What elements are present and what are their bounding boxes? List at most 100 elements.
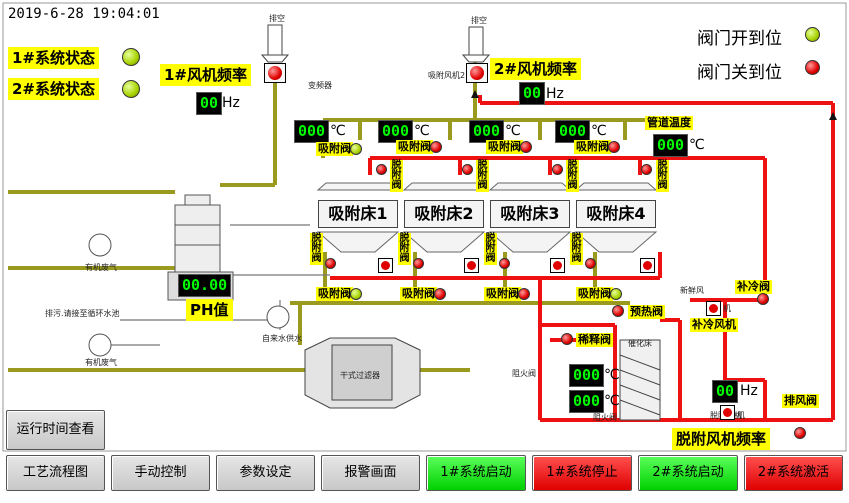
fan-small-label: 机	[737, 411, 745, 420]
fan1-motor[interactable]	[264, 63, 286, 83]
fan1-freq-label: 1#风机频率	[160, 64, 252, 86]
bed3-top-adsorb-lamp[interactable]	[520, 141, 532, 153]
process-flow-button[interactable]: 工艺流程图	[6, 455, 105, 491]
bed3-top-adsorb-label: 吸附阀	[486, 140, 523, 154]
catalytic-temp-1-readout: 000	[569, 364, 605, 387]
desorb-fan-motor[interactable]	[720, 405, 735, 420]
exhaust-valve-label: 排风阀	[782, 394, 819, 408]
pipe-temp-label: 管道温度	[645, 116, 693, 130]
exhaust-valve-lamp[interactable]	[794, 427, 806, 439]
fan2-freq-label: 2#风机频率	[490, 58, 582, 80]
bed1-bottom-adsorb-label: 吸附阀	[316, 287, 353, 301]
bed1-bottom-desorb-label: 脱附阀	[310, 233, 323, 265]
bed2-temp-unit: ℃	[414, 123, 430, 139]
bed2-bottom-desorb-label: 脱附阀	[398, 233, 411, 265]
bed3-temp-unit: ℃	[505, 123, 521, 139]
bed3-bottom-adsorb-lamp[interactable]	[518, 288, 530, 300]
exhaust-label-2: 排空	[471, 16, 487, 25]
bed2-temp-readout: 000	[378, 120, 414, 143]
bed2-top-desorb-lamp[interactable]	[462, 164, 473, 175]
system2-status-label: 2#系统状态	[8, 78, 100, 100]
bed4-bottom-adsorb-lamp[interactable]	[610, 288, 622, 300]
catalytic-bed-shape	[619, 339, 661, 421]
system2-stop-button[interactable]: 2#系统激活	[744, 455, 843, 491]
supplement-cold-valve-lamp[interactable]	[757, 293, 769, 305]
system1-status-label: 1#系统状态	[8, 47, 100, 69]
timestamp: 2019-6-28 19:04:01	[8, 6, 160, 22]
machine-label: 机	[723, 304, 731, 313]
parameter-settings-button[interactable]: 参数设定	[216, 455, 315, 491]
system2-start-button[interactable]: 2#系统启动	[638, 455, 738, 491]
fire-valve-label-2: 阻火阀	[593, 413, 617, 422]
bed2-top-adsorb-lamp[interactable]	[430, 141, 442, 153]
system1-stop-button[interactable]: 1#系统停止	[532, 455, 632, 491]
ph-readout: 00.00	[178, 274, 232, 297]
preheat-valve-label: 预热阀	[628, 305, 665, 319]
bed1-bottom-adsorb-lamp[interactable]	[350, 288, 362, 300]
supplement-cold-fan-label: 补冷风机	[690, 318, 738, 332]
organic-gas-label-1: 有机废气	[85, 263, 117, 272]
tap-water-label: 自来水供水	[262, 334, 302, 343]
bed1-top-desorb-label: 脱附阀	[390, 160, 403, 192]
bed2-top-adsorb-label: 吸附阀	[396, 140, 433, 154]
bed-3[interactable]: 吸附床3	[490, 200, 570, 228]
fan1-freq-unit: Hz	[222, 95, 240, 111]
bed-1[interactable]: 吸附床1	[318, 200, 398, 228]
catalytic-temp-2-unit: ℃	[604, 393, 620, 409]
bed4-bottom-adsorb-label: 吸附阀	[576, 287, 613, 301]
bed1-top-adsorb-lamp[interactable]	[350, 143, 362, 155]
bed1-temp-readout: 000	[294, 120, 330, 143]
bed1-label: 吸附床1	[328, 204, 388, 223]
preheat-valve-lamp[interactable]	[612, 305, 624, 317]
bed4-bottom-desorb-lamp[interactable]	[585, 258, 596, 269]
system1-status-lamp	[122, 48, 140, 66]
dry-filter-label: 干式过滤器	[340, 371, 380, 380]
pipe-temp-unit: ℃	[689, 137, 705, 153]
ph-label: PH值	[186, 299, 233, 321]
bed-2[interactable]: 吸附床2	[404, 200, 484, 228]
fan2-freq-unit: Hz	[546, 86, 564, 102]
pipe-temp-readout: 000	[653, 134, 689, 157]
bed1-bottom-desorb-lamp[interactable]	[325, 258, 336, 269]
fan2-motor[interactable]	[466, 63, 488, 83]
bed2-bottom-desorb-lamp[interactable]	[413, 258, 424, 269]
system2-status-lamp	[122, 80, 140, 98]
bed2-top-desorb-label: 脱附阀	[476, 160, 489, 192]
bed-4[interactable]: 吸附床4	[576, 200, 656, 228]
fan2-freq-readout: 00	[519, 82, 546, 105]
fan1-freq-readout: 00	[196, 92, 223, 115]
system1-start-button[interactable]: 1#系统启动	[426, 455, 526, 491]
runtime-view-button[interactable]: 运行时间查看	[6, 410, 105, 450]
fan-symbols	[88, 233, 290, 357]
fresh-air-label: 新鲜风	[680, 286, 704, 295]
bed3-temp-readout: 000	[469, 120, 505, 143]
desorb-fan-freq-label: 脱附风机频率	[672, 428, 771, 450]
bed1-temp-unit: ℃	[330, 123, 346, 139]
bed3-bottom-desorb-lamp[interactable]	[499, 258, 510, 269]
bed1-bottom-valve[interactable]	[378, 258, 393, 273]
bed3-top-desorb-lamp[interactable]	[552, 164, 563, 175]
exhaust-stacks	[260, 24, 491, 63]
sewage-label: 排污.请接至循环水池	[45, 309, 120, 318]
legend-open-lamp	[805, 27, 820, 42]
fire-valve-label-1: 阻火阀	[512, 369, 536, 378]
bed4-bottom-valve[interactable]	[640, 258, 655, 273]
suction-fan-label: 吸附风机2	[428, 71, 466, 80]
bed4-top-desorb-lamp[interactable]	[641, 164, 652, 175]
bed4-top-adsorb-lamp[interactable]	[608, 141, 620, 153]
manual-control-button[interactable]: 手动控制	[111, 455, 210, 491]
bed2-bottom-adsorb-lamp[interactable]	[434, 288, 446, 300]
bed2-label: 吸附床2	[414, 204, 474, 223]
bed3-top-desorb-label: 脱附阀	[566, 160, 579, 192]
dilute-valve-lamp[interactable]	[561, 333, 573, 345]
legend-closed-label: 阀门关到位	[697, 63, 782, 83]
alarm-screen-button[interactable]: 报警画面	[321, 455, 420, 491]
bed1-top-desorb-lamp[interactable]	[376, 164, 387, 175]
catalytic-bed-label: 催化床	[628, 339, 652, 348]
desorb-fan-freq-readout: 00	[712, 380, 739, 403]
dry-filter-shape	[304, 337, 421, 409]
bed2-bottom-valve[interactable]	[464, 258, 479, 273]
legend-closed-lamp	[805, 60, 820, 75]
supplement-cold-fan-motor[interactable]	[706, 301, 721, 316]
bed3-bottom-valve[interactable]	[550, 258, 565, 273]
